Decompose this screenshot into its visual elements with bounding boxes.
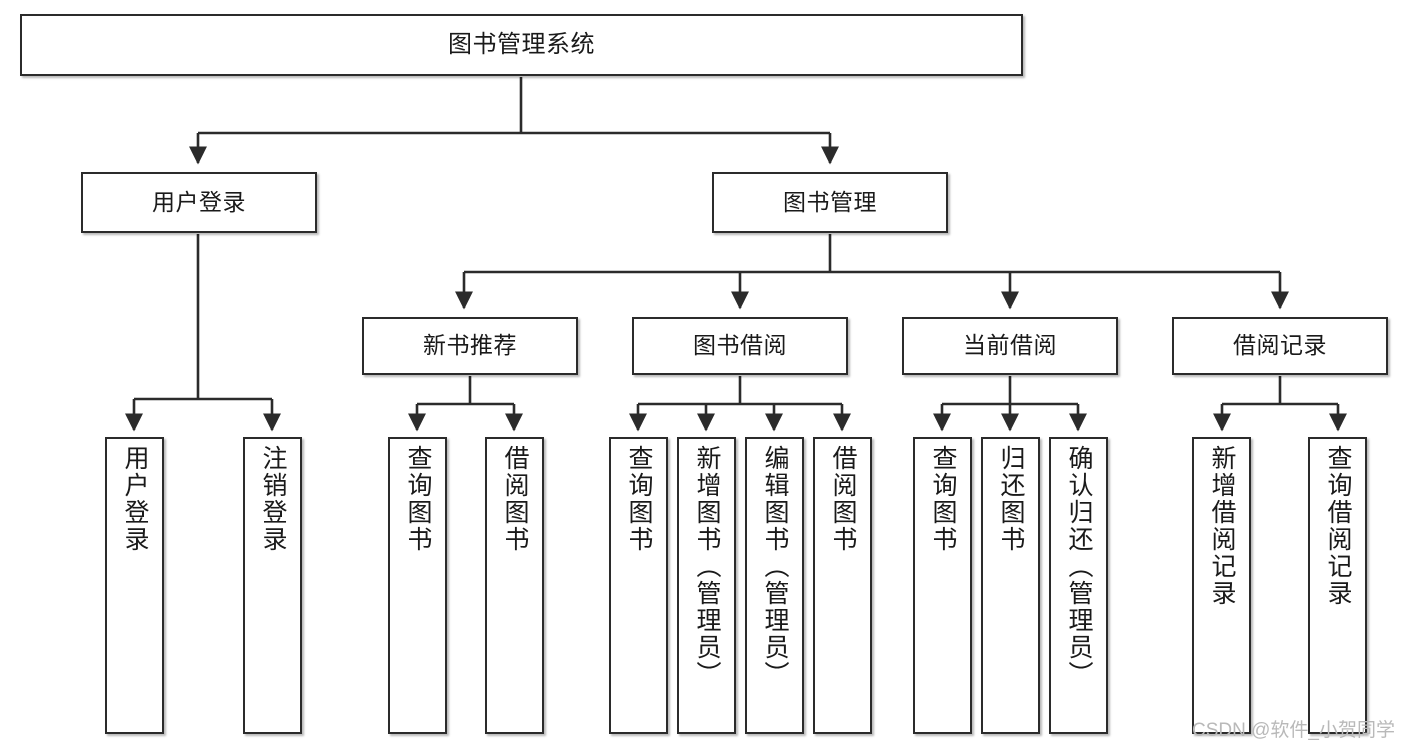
leaf-borrow-book[interactable]: 借阅图书 [813, 437, 872, 734]
node-root-label: 图书管理系统 [448, 30, 595, 58]
node-new-book-recommend-label: 新书推荐 [423, 332, 517, 359]
leaf-add-borrow-record[interactable]: 新增借阅记录 [1192, 437, 1251, 734]
leaf-confirm-return-admin[interactable]: 确认归还（管理员） [1049, 437, 1108, 734]
leaf-query-borrow-record-label: 查询借阅记录 [1324, 445, 1352, 607]
node-new-book-recommend[interactable]: 新书推荐 [362, 317, 578, 375]
leaf-query-book-recommend[interactable]: 查询图书 [388, 437, 447, 734]
node-book-management-label: 图书管理 [783, 188, 877, 215]
node-user-login-label: 用户登录 [152, 188, 246, 215]
leaf-add-book-admin-label: 新增图书（管理员） [693, 445, 721, 688]
leaf-query-book-recommend-label: 查询图书 [404, 445, 432, 553]
leaf-query-borrow-record[interactable]: 查询借阅记录 [1308, 437, 1367, 734]
leaf-borrow-book-recommend[interactable]: 借阅图书 [485, 437, 544, 734]
leaf-borrow-book-recommend-label: 借阅图书 [501, 445, 529, 553]
leaf-logout-label: 注销登录 [259, 445, 287, 553]
node-book-borrow[interactable]: 图书借阅 [632, 317, 848, 375]
leaf-query-book-current[interactable]: 查询图书 [913, 437, 972, 734]
leaf-add-book-admin[interactable]: 新增图书（管理员） [677, 437, 736, 734]
leaf-user-login[interactable]: 用户登录 [105, 437, 164, 734]
leaf-edit-book-admin[interactable]: 编辑图书（管理员） [745, 437, 804, 734]
leaf-query-book-current-label: 查询图书 [929, 445, 957, 553]
node-current-borrow-label: 当前借阅 [963, 332, 1057, 359]
node-root[interactable]: 图书管理系统 [20, 14, 1023, 76]
leaf-edit-book-admin-label: 编辑图书（管理员） [761, 445, 789, 688]
node-borrow-record-label: 借阅记录 [1233, 332, 1327, 359]
leaf-confirm-return-admin-label: 确认归还（管理员） [1065, 445, 1093, 688]
node-borrow-record[interactable]: 借阅记录 [1172, 317, 1388, 375]
node-book-borrow-label: 图书借阅 [693, 332, 787, 359]
leaf-borrow-book-label: 借阅图书 [829, 445, 857, 553]
leaf-add-borrow-record-label: 新增借阅记录 [1208, 445, 1236, 607]
leaf-user-login-label: 用户登录 [121, 445, 149, 553]
node-current-borrow[interactable]: 当前借阅 [902, 317, 1118, 375]
leaf-query-book-borrow-label: 查询图书 [625, 445, 653, 553]
leaf-return-book-label: 归还图书 [997, 445, 1025, 553]
csdn-watermark: CSDN @软件_小贺同学 [1192, 720, 1395, 741]
node-book-management[interactable]: 图书管理 [712, 172, 948, 233]
leaf-return-book[interactable]: 归还图书 [981, 437, 1040, 734]
leaf-logout[interactable]: 注销登录 [243, 437, 302, 734]
leaf-query-book-borrow[interactable]: 查询图书 [609, 437, 668, 734]
node-user-login[interactable]: 用户登录 [81, 172, 317, 233]
